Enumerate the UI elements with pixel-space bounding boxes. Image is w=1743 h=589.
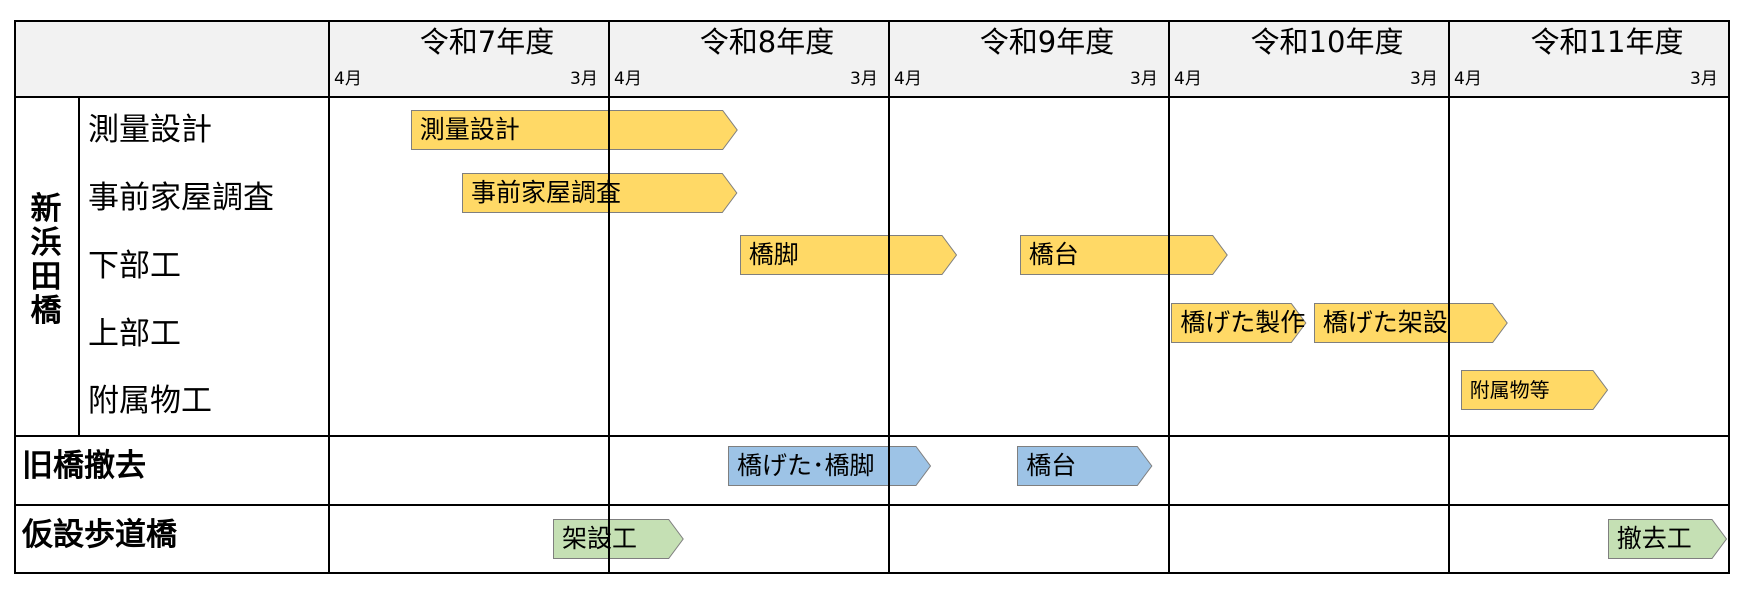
bar-survey: 測量設計: [410, 110, 738, 150]
bar-walkway-build: 架設工: [553, 519, 684, 559]
section-label-old-bridge-removal: 旧橋撤去: [22, 448, 146, 484]
task-label-survey-design: 測量設計: [88, 112, 212, 148]
grid-group-divider: [78, 96, 80, 437]
bar-shape: [739, 235, 957, 275]
task-label-superstructure: 上部工: [88, 316, 181, 352]
fiscal-year-label: 令和8年度: [699, 25, 835, 59]
bar-shape: [728, 446, 932, 486]
bar-walkway-remove: 撤去工: [1607, 519, 1727, 559]
task-label-substructure: 下部工: [88, 248, 181, 284]
section-label-temporary-walkway: 仮設歩道橋: [22, 517, 177, 553]
month-end-label: 3月: [570, 69, 598, 89]
bar-shape: [553, 519, 684, 559]
bar-old-girder-pier: 橋げた･橋脚: [728, 446, 932, 486]
bar-shape: [1019, 235, 1228, 275]
grid-year-divider: [888, 20, 890, 574]
month-start-label: 4月: [894, 69, 922, 89]
header-background: [14, 20, 1730, 96]
grid-border-right: [1728, 20, 1730, 574]
grid-year-divider: [1168, 20, 1170, 574]
group-label-new-bridge: 新浜田橋: [30, 191, 62, 329]
bar-shape: [1607, 519, 1727, 559]
month-start-label: 4月: [1174, 69, 1202, 89]
month-end-label: 3月: [1410, 69, 1438, 89]
month-end-label: 3月: [1130, 69, 1158, 89]
month-end-label: 3月: [850, 69, 878, 89]
grid-header-bottom: [14, 96, 1730, 98]
grid-section-divider: [14, 435, 1730, 437]
grid-year-divider: [1448, 20, 1450, 574]
task-label-pre-house-survey: 事前家屋調査: [88, 180, 274, 216]
fiscal-year-label: 令和7年度: [419, 25, 555, 59]
grid-border-bottom: [14, 572, 1730, 574]
fiscal-year-label: 令和10年度: [1250, 25, 1404, 59]
grid-border-top: [14, 20, 1730, 22]
grid-section-divider: [14, 504, 1730, 506]
fiscal-year-label: 令和9年度: [979, 25, 1115, 59]
bar-shape: [1313, 303, 1508, 343]
bar-auxiliary: 附属物等: [1460, 370, 1608, 410]
fiscal-year-label: 令和11年度: [1530, 25, 1684, 59]
grid-border-left: [14, 20, 16, 574]
bar-old-abutment: 橋台: [1017, 446, 1153, 486]
bar-girder-erection: 橋げた架設: [1313, 303, 1508, 343]
bar-shape: [410, 110, 738, 150]
bar-shape: [1460, 370, 1608, 410]
bar-shape: [1017, 446, 1153, 486]
month-end-label: 3月: [1690, 69, 1718, 89]
schedule-chart: 令和7年度 令和8年度 令和9年度 令和10年度 令和11年度 4月 3月 4月…: [14, 20, 1730, 574]
bar-girder-fabrication: 橋げた製作: [1171, 303, 1307, 343]
bar-shape: [1171, 303, 1307, 343]
grid-year-divider: [328, 20, 330, 574]
bar-abutment: 橋台: [1019, 235, 1228, 275]
grid-year-divider: [608, 20, 610, 574]
bar-pre-house-survey: 事前家屋調査: [462, 173, 738, 213]
month-start-label: 4月: [614, 69, 642, 89]
month-start-label: 4月: [1454, 69, 1482, 89]
bar-pier: 橋脚: [739, 235, 957, 275]
month-start-label: 4月: [334, 69, 362, 89]
bar-shape: [462, 173, 738, 213]
task-label-auxiliary: 附属物工: [88, 383, 212, 419]
